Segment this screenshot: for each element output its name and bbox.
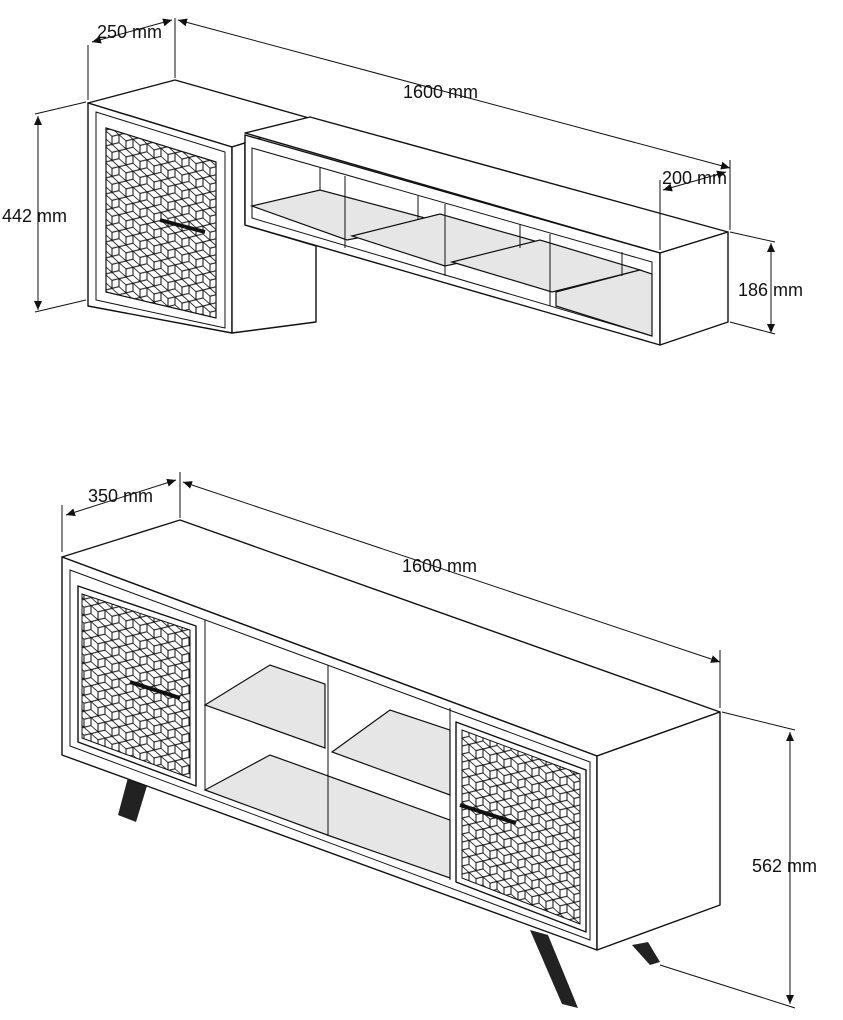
top-shelf-depth-label: 200 mm xyxy=(662,168,727,188)
wall-shelf-unit: 250 mm 1600 mm 200 mm 442 mm 186 mm xyxy=(2,18,803,346)
shelf-side xyxy=(659,231,729,346)
left-door-handle xyxy=(129,680,181,700)
tv-stand-unit: 350 mm 1600 mm 562 mm xyxy=(61,472,817,1009)
top-depth-label: 250 mm xyxy=(97,22,162,42)
cabinet-door-pattern xyxy=(105,127,217,319)
bottom-width-label: 1600 mm xyxy=(402,556,477,576)
bottom-depth-label: 350 mm xyxy=(88,486,153,506)
open-compartments xyxy=(203,620,451,880)
door-handle xyxy=(159,218,206,234)
shelf-compartments xyxy=(249,168,653,337)
right-door-pattern xyxy=(461,729,581,925)
top-shelf-height-label: 186 mm xyxy=(738,280,803,300)
stand-side xyxy=(596,711,721,951)
top-width-label: 1600 mm xyxy=(403,82,478,102)
top-height-label: 442 mm xyxy=(2,206,67,226)
right-door-handle xyxy=(459,803,517,825)
leg-front-right xyxy=(530,930,578,1008)
leg-back-right xyxy=(632,942,660,965)
bottom-height-label: 562 mm xyxy=(752,856,817,876)
